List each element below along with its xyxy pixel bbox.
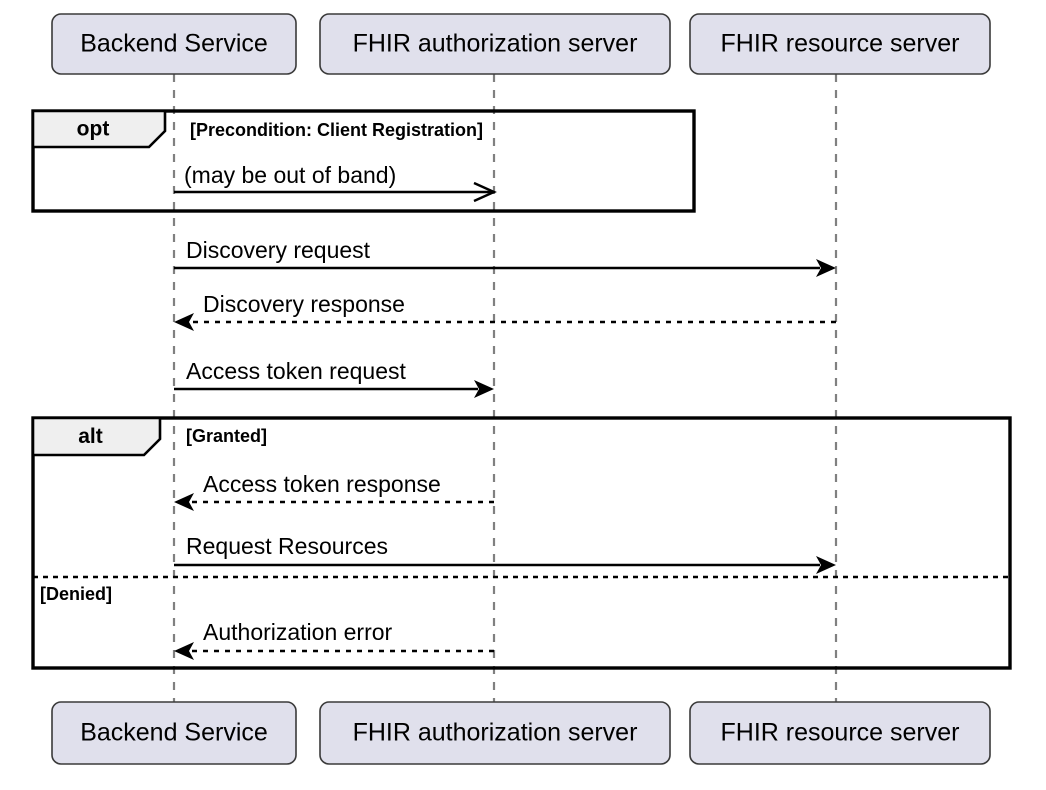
participant-resource-bottom[interactable]: FHIR resource server <box>689 701 991 765</box>
fragment-tab-opt <box>31 109 167 149</box>
message-request-resources: Request Resources <box>174 533 836 574</box>
message-label: Request Resources <box>186 533 388 559</box>
fragment-tab-alt <box>31 416 162 457</box>
participant-auth-top[interactable]: FHIR authorization server <box>319 13 671 75</box>
message-arrowhead-filled <box>474 380 494 398</box>
message-out-of-band: (may be out of band) <box>174 162 497 203</box>
participant-label: FHIR authorization server <box>353 719 638 747</box>
participants-bottom-layer: Backend Service FHIR authorization server… <box>51 701 991 765</box>
fragment-border <box>31 416 1012 670</box>
fragment-guard-condition: [Granted] <box>186 426 267 446</box>
participant-box[interactable] <box>689 13 991 75</box>
fragment-opt: opt [Precondition: Client Registration] <box>31 109 696 213</box>
messages-layer: (may be out of band) Discovery requestDis… <box>174 162 836 660</box>
participant-box[interactable] <box>319 701 671 765</box>
participant-label: FHIR resource server <box>721 719 960 747</box>
message-authorization-error: Authorization error <box>174 619 494 660</box>
message-access-token-response: Access token response <box>174 471 494 511</box>
message-arrowhead-filled <box>174 642 194 660</box>
message-label: Discovery response <box>203 291 405 317</box>
fragment-operator-label: alt <box>78 425 103 448</box>
message-arrowhead-filled <box>816 259 836 277</box>
participant-label: Backend Service <box>80 30 268 58</box>
message-label: Access token response <box>203 471 441 497</box>
participant-resource-top[interactable]: FHIR resource server <box>689 13 991 75</box>
participants-top-layer: Backend Service FHIR authorization server… <box>51 13 991 75</box>
message-arrowhead-open <box>473 181 497 203</box>
message-arrowhead-filled <box>174 313 194 331</box>
participant-auth-bottom[interactable]: FHIR authorization server <box>319 701 671 765</box>
message-arrowhead-filled <box>816 556 836 574</box>
message-arrowhead-filled <box>174 493 194 511</box>
message-label: (may be out of band) <box>184 162 396 188</box>
message-discovery-request: Discovery request <box>174 237 836 277</box>
fragment-border <box>31 109 696 213</box>
fragments-layer: opt [Precondition: Client Registration] al… <box>31 109 1012 670</box>
fragment-alt: alt [Granted] [Denied] <box>31 416 1012 670</box>
fragment-guard-condition: [Denied] <box>40 584 112 604</box>
message-access-token-request: Access token request <box>174 358 494 398</box>
participant-backend-bottom[interactable]: Backend Service <box>51 701 297 765</box>
participant-box[interactable] <box>319 13 671 75</box>
participant-label: Backend Service <box>80 719 268 747</box>
participant-box[interactable] <box>51 13 297 75</box>
fragment-guard-condition: [Precondition: Client Registration] <box>190 120 483 140</box>
participant-backend-top[interactable]: Backend Service <box>51 13 297 75</box>
fragment-operator-label: opt <box>77 118 110 141</box>
message-label: Access token request <box>186 358 407 384</box>
message-label: Authorization error <box>203 619 393 645</box>
participant-box[interactable] <box>51 701 297 765</box>
message-label: Discovery request <box>186 237 371 263</box>
message-discovery-response: Discovery response <box>174 291 836 331</box>
participant-box[interactable] <box>689 701 991 765</box>
participant-label: FHIR authorization server <box>353 30 638 58</box>
participant-label: FHIR resource server <box>721 30 960 58</box>
